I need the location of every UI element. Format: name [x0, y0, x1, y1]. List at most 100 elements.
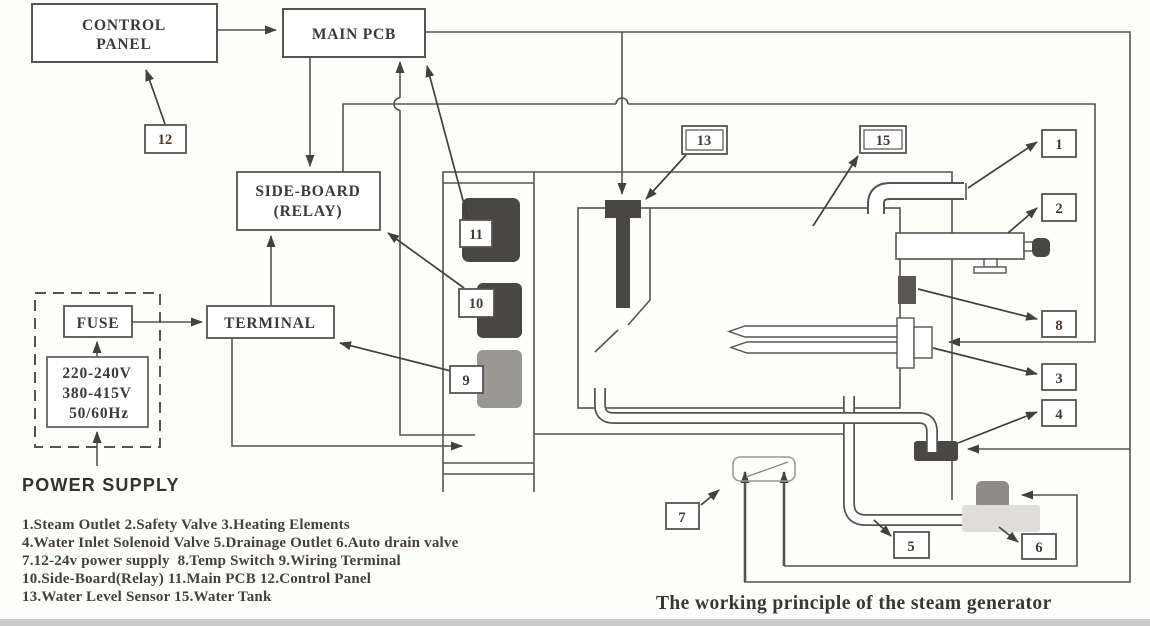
voltage-label-1: 220-240V: [62, 365, 131, 382]
arrow-valve-to-2: [1007, 207, 1038, 234]
callout-8: 8: [1055, 318, 1062, 334]
callout-1: 1: [1055, 137, 1062, 153]
heater-nut: [913, 326, 933, 359]
box-labels: CONTROL PANEL MAIN PCB SIDE-BOARD (RELAY…: [62, 17, 396, 422]
safety-valve-stem: [1023, 241, 1034, 252]
legend-line-2: 4.Water Inlet Solenoid Valve 5.Drainage …: [22, 535, 459, 551]
voltage-label-2: 380-415V: [62, 385, 131, 402]
auto-drain-body: [962, 505, 1040, 532]
arrow-12-to-control-panel: [145, 69, 166, 125]
water-tank: [577, 207, 901, 409]
fuse-box: [63, 305, 133, 338]
callout-box-5: [893, 531, 930, 559]
callout-13: 13: [697, 133, 712, 149]
arrow-pipe-to-1: [967, 141, 1038, 189]
voltage-label-3: 50/60Hz: [69, 405, 129, 422]
callout-arrows: [145, 65, 1038, 543]
cabinet-bottom-lines: [443, 462, 534, 475]
drainage-pipe: [843, 396, 966, 526]
legend-line-1: 1.Steam Outlet 2.Safety Valve 3.Heating …: [22, 517, 350, 533]
callout-3: 3: [1055, 371, 1062, 387]
arrow-switch-to-8: [917, 288, 1038, 321]
callout-15: 15: [876, 133, 891, 149]
callout-box-12: [144, 124, 187, 154]
safety-valve-stand-stem: [983, 258, 998, 268]
safety-valve-body: [895, 232, 1025, 260]
schematic-boxes: [31, 3, 426, 448]
voltage-box: [46, 356, 149, 428]
arrow-tank-to-15: [812, 155, 859, 227]
power-supply-outline: [732, 456, 796, 482]
inlet-pipe-core: [595, 388, 937, 452]
tank-water-level-marks: [594, 208, 651, 353]
callout-box-7: [665, 502, 700, 530]
legend: 1.Steam Outlet 2.Safety Valve 3.Heating …: [22, 517, 459, 605]
heating-rod-bottom: [728, 341, 899, 354]
wire-terminal-to-cabinet: [231, 338, 463, 451]
steam-outlet-pipe: [867, 182, 967, 216]
callout-box-9: [449, 365, 484, 394]
arrow-9-to-terminal: [339, 341, 452, 372]
temp-switch: [898, 276, 916, 304]
callout-4: 4: [1055, 407, 1062, 423]
callout-5: 5: [907, 539, 914, 555]
callout-7: 7: [678, 510, 685, 526]
callout-box-11: [459, 219, 493, 248]
safety-valve-knob: [1032, 238, 1050, 257]
callout-box-8: [1041, 310, 1077, 338]
arrow-valve-to-4: [957, 411, 1038, 444]
water-inlet-pipe: [594, 388, 938, 452]
safety-valve-stand-base: [973, 266, 1007, 274]
callout-box-15-inner: [863, 129, 903, 150]
callout-box-1: [1041, 129, 1077, 158]
arrow-7-to-component: [700, 489, 720, 506]
wiring-lines: [92, 25, 1131, 583]
housing-structure: [442, 171, 953, 500]
auto-drain-valve: [962, 481, 1040, 532]
side-board-box: [236, 171, 381, 231]
generator-housing: [442, 171, 953, 500]
terminal-label: TERMINAL: [224, 315, 316, 332]
arrow-pipe-to-5: [873, 519, 892, 537]
callout-box-10: [458, 288, 495, 318]
callout-numbers: 12 11 10 9 13 15 1 2 8 3 4 5 6 7: [158, 132, 1063, 556]
power-supply-label: POWER SUPPLY: [22, 475, 180, 495]
legend-line-3: 7.12-24v power supply 8.Temp Switch 9.Wi…: [22, 553, 401, 569]
diagram-caption: The working principle of the steam gener…: [656, 593, 1052, 614]
callout-box-6: [1021, 533, 1057, 560]
terminal-box: [206, 305, 335, 339]
callout-box-13-inner: [685, 129, 724, 151]
main-pcb-label: MAIN PCB: [312, 26, 396, 43]
callout-box-2: [1041, 193, 1077, 222]
drain-pipe-core: [844, 396, 966, 525]
heating-elements: [726, 317, 933, 369]
wire-to-auto-drain-valve: [784, 490, 1078, 567]
side-board-label-2: (RELAY): [274, 203, 343, 220]
water-level-sensor: [605, 200, 641, 308]
fuse-label: FUSE: [77, 315, 120, 332]
wiring-terminal-component: [477, 350, 522, 408]
wire-mainpcb-outer-loop: [425, 31, 1131, 583]
wire-hop-over-inner-loop: [393, 97, 401, 111]
sensor-head: [605, 200, 641, 218]
sensor-probe: [616, 218, 630, 308]
control-panel-box: [31, 3, 218, 63]
callout-9: 9: [462, 373, 469, 389]
arrow-heater-to-3: [932, 347, 1038, 376]
legend-line-4: 10.Side-Board(Relay) 11.Main PCB 12.Cont…: [22, 571, 371, 587]
callout-10: 10: [469, 296, 484, 312]
heater-flange: [896, 317, 915, 369]
wire-sideboard-to-heater: [342, 103, 1096, 342]
legend-line-5: 13.Water Level Sensor 15.Water Tank: [22, 589, 272, 605]
steam-elbow-core: [869, 184, 966, 216]
control-panel-label-1: CONTROL: [82, 17, 166, 34]
callout-2: 2: [1055, 201, 1062, 217]
callout-box-3: [1041, 363, 1077, 391]
safety-valve: [895, 232, 1050, 274]
callout-11: 11: [469, 227, 483, 243]
arrow-valve-to-6: [998, 526, 1019, 543]
callout-box-4: [1041, 399, 1077, 427]
control-panel-label-2: PANEL: [96, 36, 151, 53]
